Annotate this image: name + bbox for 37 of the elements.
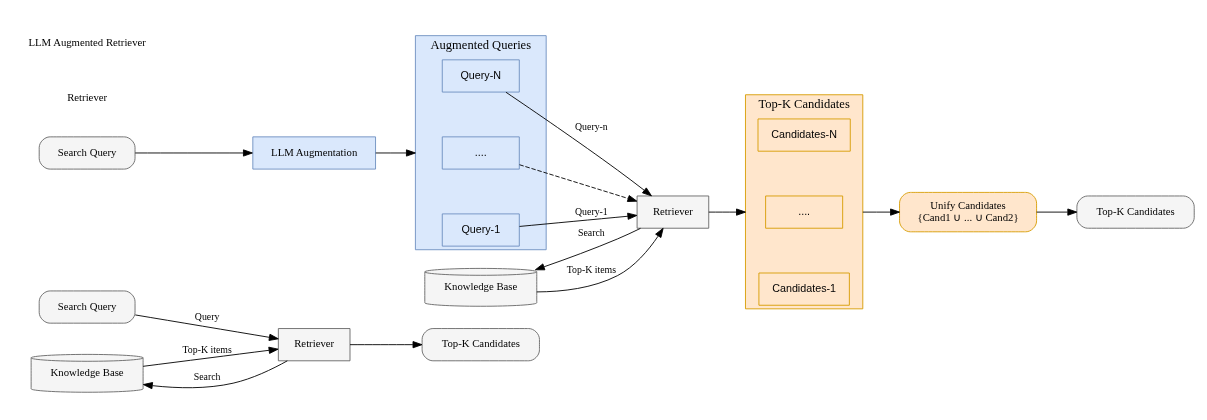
arrow <box>142 346 279 367</box>
node-box: Retriever <box>636 195 710 229</box>
node-box: Unify Candidates {Cand1 ∪ ... ∪ Cand2} <box>899 191 1038 233</box>
arrow <box>375 149 416 157</box>
node-box: Candidates-1 <box>758 272 850 306</box>
edge-label: Query-1 <box>575 205 608 217</box>
arrow <box>134 314 279 341</box>
edge-label: Search <box>193 371 221 383</box>
node-box: .... <box>765 195 844 229</box>
arrow <box>134 149 253 157</box>
label: Retriever <box>67 91 108 104</box>
node-box: Search Query <box>38 136 136 170</box>
arrow <box>862 208 900 216</box>
node-box: Candidates-N <box>757 118 851 152</box>
arrow <box>1036 208 1078 216</box>
arrow <box>534 227 641 271</box>
node-box: Top-K Candidates <box>1076 195 1195 229</box>
arrow <box>349 341 423 349</box>
node-box: Retriever <box>277 328 351 362</box>
edge-label: Query <box>194 311 220 323</box>
node-box: Search Query <box>38 290 136 324</box>
node-box: Query-N <box>441 59 520 93</box>
label: LLM Augmented Retriever <box>28 36 146 49</box>
edge-label: Top-K items <box>182 343 232 355</box>
node-box: Top-K Candidates <box>421 328 540 362</box>
arrow <box>519 212 638 227</box>
node-box: LLM Augmentation <box>252 136 376 170</box>
arrow <box>536 227 664 293</box>
node-box: Query-1 <box>441 213 520 247</box>
edge-label: Top-K items <box>566 263 617 275</box>
arrow <box>519 164 638 202</box>
edge-label: Search <box>578 227 605 239</box>
arrow <box>142 360 288 390</box>
arrow <box>708 208 746 216</box>
node-box: .... <box>441 136 520 170</box>
edge-label: Query-n <box>575 121 608 133</box>
arrow <box>505 91 652 197</box>
